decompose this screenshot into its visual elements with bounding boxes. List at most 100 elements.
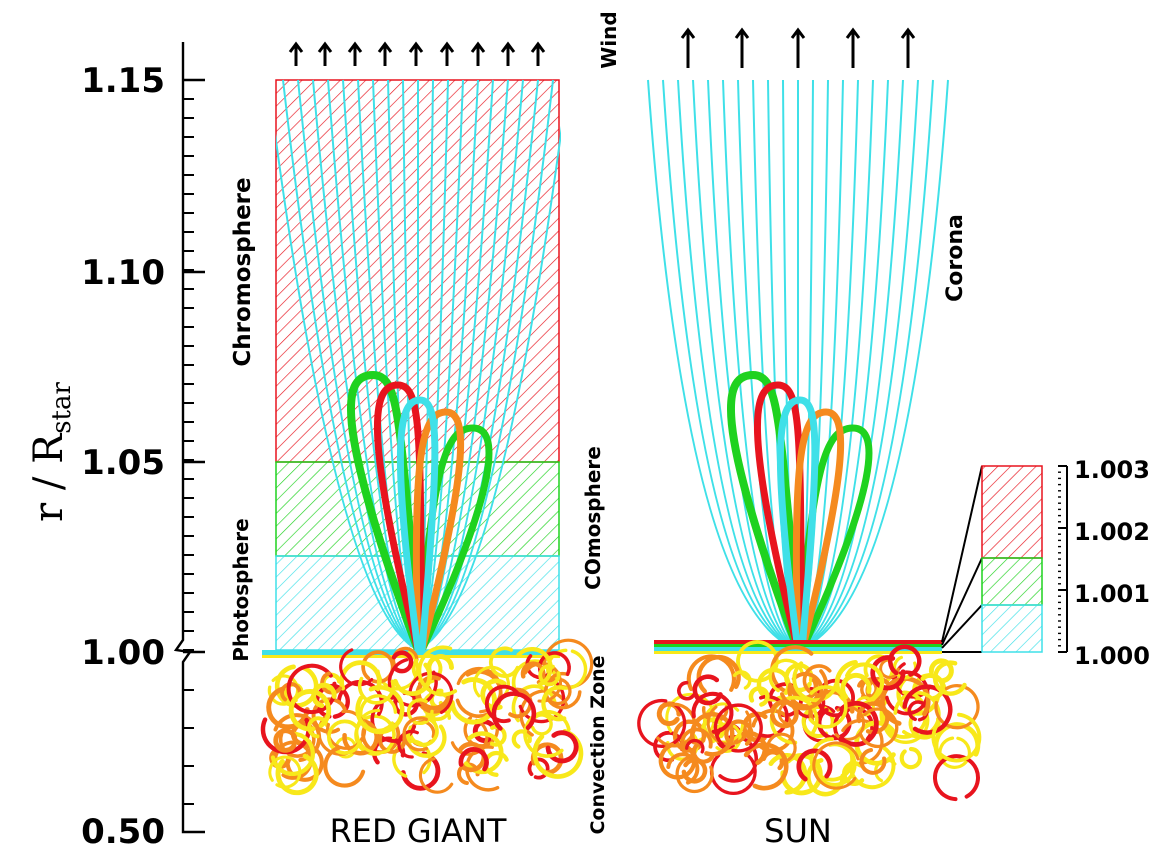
convection-swirl xyxy=(275,753,319,796)
red-giant-magnetic-loops xyxy=(347,370,493,654)
convection-zone-label: Convection Zone xyxy=(587,655,609,834)
y-axis-title-main: r / R xyxy=(26,432,72,522)
wind-arrow-head xyxy=(734,27,750,39)
zoom-line xyxy=(941,465,983,643)
convection-swirl xyxy=(933,754,980,802)
convection-swirl xyxy=(838,700,879,747)
zoom-line xyxy=(941,557,983,646)
field-line xyxy=(722,79,799,651)
red-giant-convection-zone xyxy=(260,638,594,796)
convection-swirl xyxy=(666,752,700,785)
convection-swirl xyxy=(702,702,745,744)
wind-arrow-head xyxy=(347,41,363,53)
field-line xyxy=(327,79,419,651)
convection-swirl xyxy=(268,755,302,789)
convection-swirl xyxy=(686,654,736,692)
convection-swirl xyxy=(418,757,454,794)
convection-swirl xyxy=(932,660,967,696)
convection-swirl xyxy=(777,701,801,726)
convection-swirl xyxy=(397,729,419,759)
magnetic-loop xyxy=(347,370,426,654)
convection-swirl xyxy=(870,655,906,691)
field-line xyxy=(797,79,919,651)
convection-swirl xyxy=(637,698,687,749)
sun-magnetic-loops xyxy=(727,370,873,654)
convection-swirl xyxy=(527,757,550,780)
convection-swirl xyxy=(736,640,779,683)
convection-swirl xyxy=(361,650,395,684)
convection-swirl xyxy=(402,716,429,752)
field-line xyxy=(647,79,799,651)
convection-swirl xyxy=(408,671,454,714)
field-line xyxy=(276,133,419,651)
magnetic-loop xyxy=(412,408,465,654)
y-axis-title: r / Rstar xyxy=(26,381,77,521)
inset-photosphere xyxy=(981,604,1043,653)
convection-swirl xyxy=(339,660,382,692)
field-line xyxy=(297,79,419,651)
convection-swirl xyxy=(311,682,337,709)
convection-swirl xyxy=(796,748,833,782)
convection-swirl xyxy=(355,685,405,735)
photosphere-label: Photosphere xyxy=(229,518,253,661)
wind-arrow-head xyxy=(439,41,455,53)
convection-swirl xyxy=(354,714,396,756)
convection-swirl xyxy=(899,746,922,770)
convection-swirl xyxy=(323,745,366,788)
convection-swirl xyxy=(768,752,808,795)
convection-swirl xyxy=(278,729,316,758)
wind-arrow-head xyxy=(470,41,486,53)
wind-arrow-head xyxy=(288,41,304,53)
sun-title: SUN xyxy=(764,812,832,847)
convection-swirl xyxy=(541,685,567,722)
convection-swirl xyxy=(690,712,735,757)
convection-swirl xyxy=(288,689,332,732)
convection-swirl xyxy=(531,713,553,736)
convection-swirl xyxy=(266,686,310,730)
convection-swirl xyxy=(543,677,572,706)
convection-swirl xyxy=(405,724,447,758)
wind-arrow-head xyxy=(790,27,806,39)
inset-axis-ticks xyxy=(1058,465,1067,653)
convection-swirl xyxy=(458,747,489,772)
convection-swirl xyxy=(681,757,708,784)
convection-swirl xyxy=(334,736,357,759)
field-line xyxy=(417,79,554,651)
y-axis-line xyxy=(173,42,205,834)
convection-swirl xyxy=(665,692,716,744)
y-tick-label: 1.10 xyxy=(81,253,165,293)
sun-convection-zone xyxy=(637,640,982,802)
convection-swirl xyxy=(691,691,734,734)
field-line xyxy=(797,79,889,651)
field-line xyxy=(282,79,419,651)
convection-swirl xyxy=(406,698,434,725)
convection-swirl xyxy=(411,653,443,685)
comosphere-label: COmosphere xyxy=(581,446,605,590)
red-giant-panel: Chromosphere Photosphere RED GIANT xyxy=(229,41,594,847)
convection-swirl xyxy=(273,728,298,753)
convection-swirl xyxy=(391,650,414,674)
convection-swirl xyxy=(724,719,754,746)
zoom-line xyxy=(941,604,983,649)
wind-arrow-head xyxy=(845,27,861,39)
convection-swirl xyxy=(680,727,713,760)
y-tick-label: 1.15 xyxy=(81,61,165,101)
field-line xyxy=(797,79,934,651)
inset-tick-label: 1.003 xyxy=(1074,456,1150,484)
convection-swirl xyxy=(472,719,495,744)
convection-swirl xyxy=(658,742,697,780)
inset-tick-label: 1.001 xyxy=(1074,580,1150,608)
convection-swirl xyxy=(840,672,872,700)
chromosphere-label: Chromosphere xyxy=(230,177,256,366)
convection-swirl xyxy=(938,736,971,769)
convection-swirl xyxy=(685,738,705,754)
y-tick-label: 0.50 xyxy=(81,812,165,847)
convection-swirl xyxy=(888,644,922,677)
sun-wind-arrows xyxy=(680,27,916,68)
y-tick-label: 1.05 xyxy=(81,443,165,483)
convection-swirl xyxy=(758,694,789,738)
field-line xyxy=(677,79,799,651)
field-line xyxy=(797,79,949,651)
